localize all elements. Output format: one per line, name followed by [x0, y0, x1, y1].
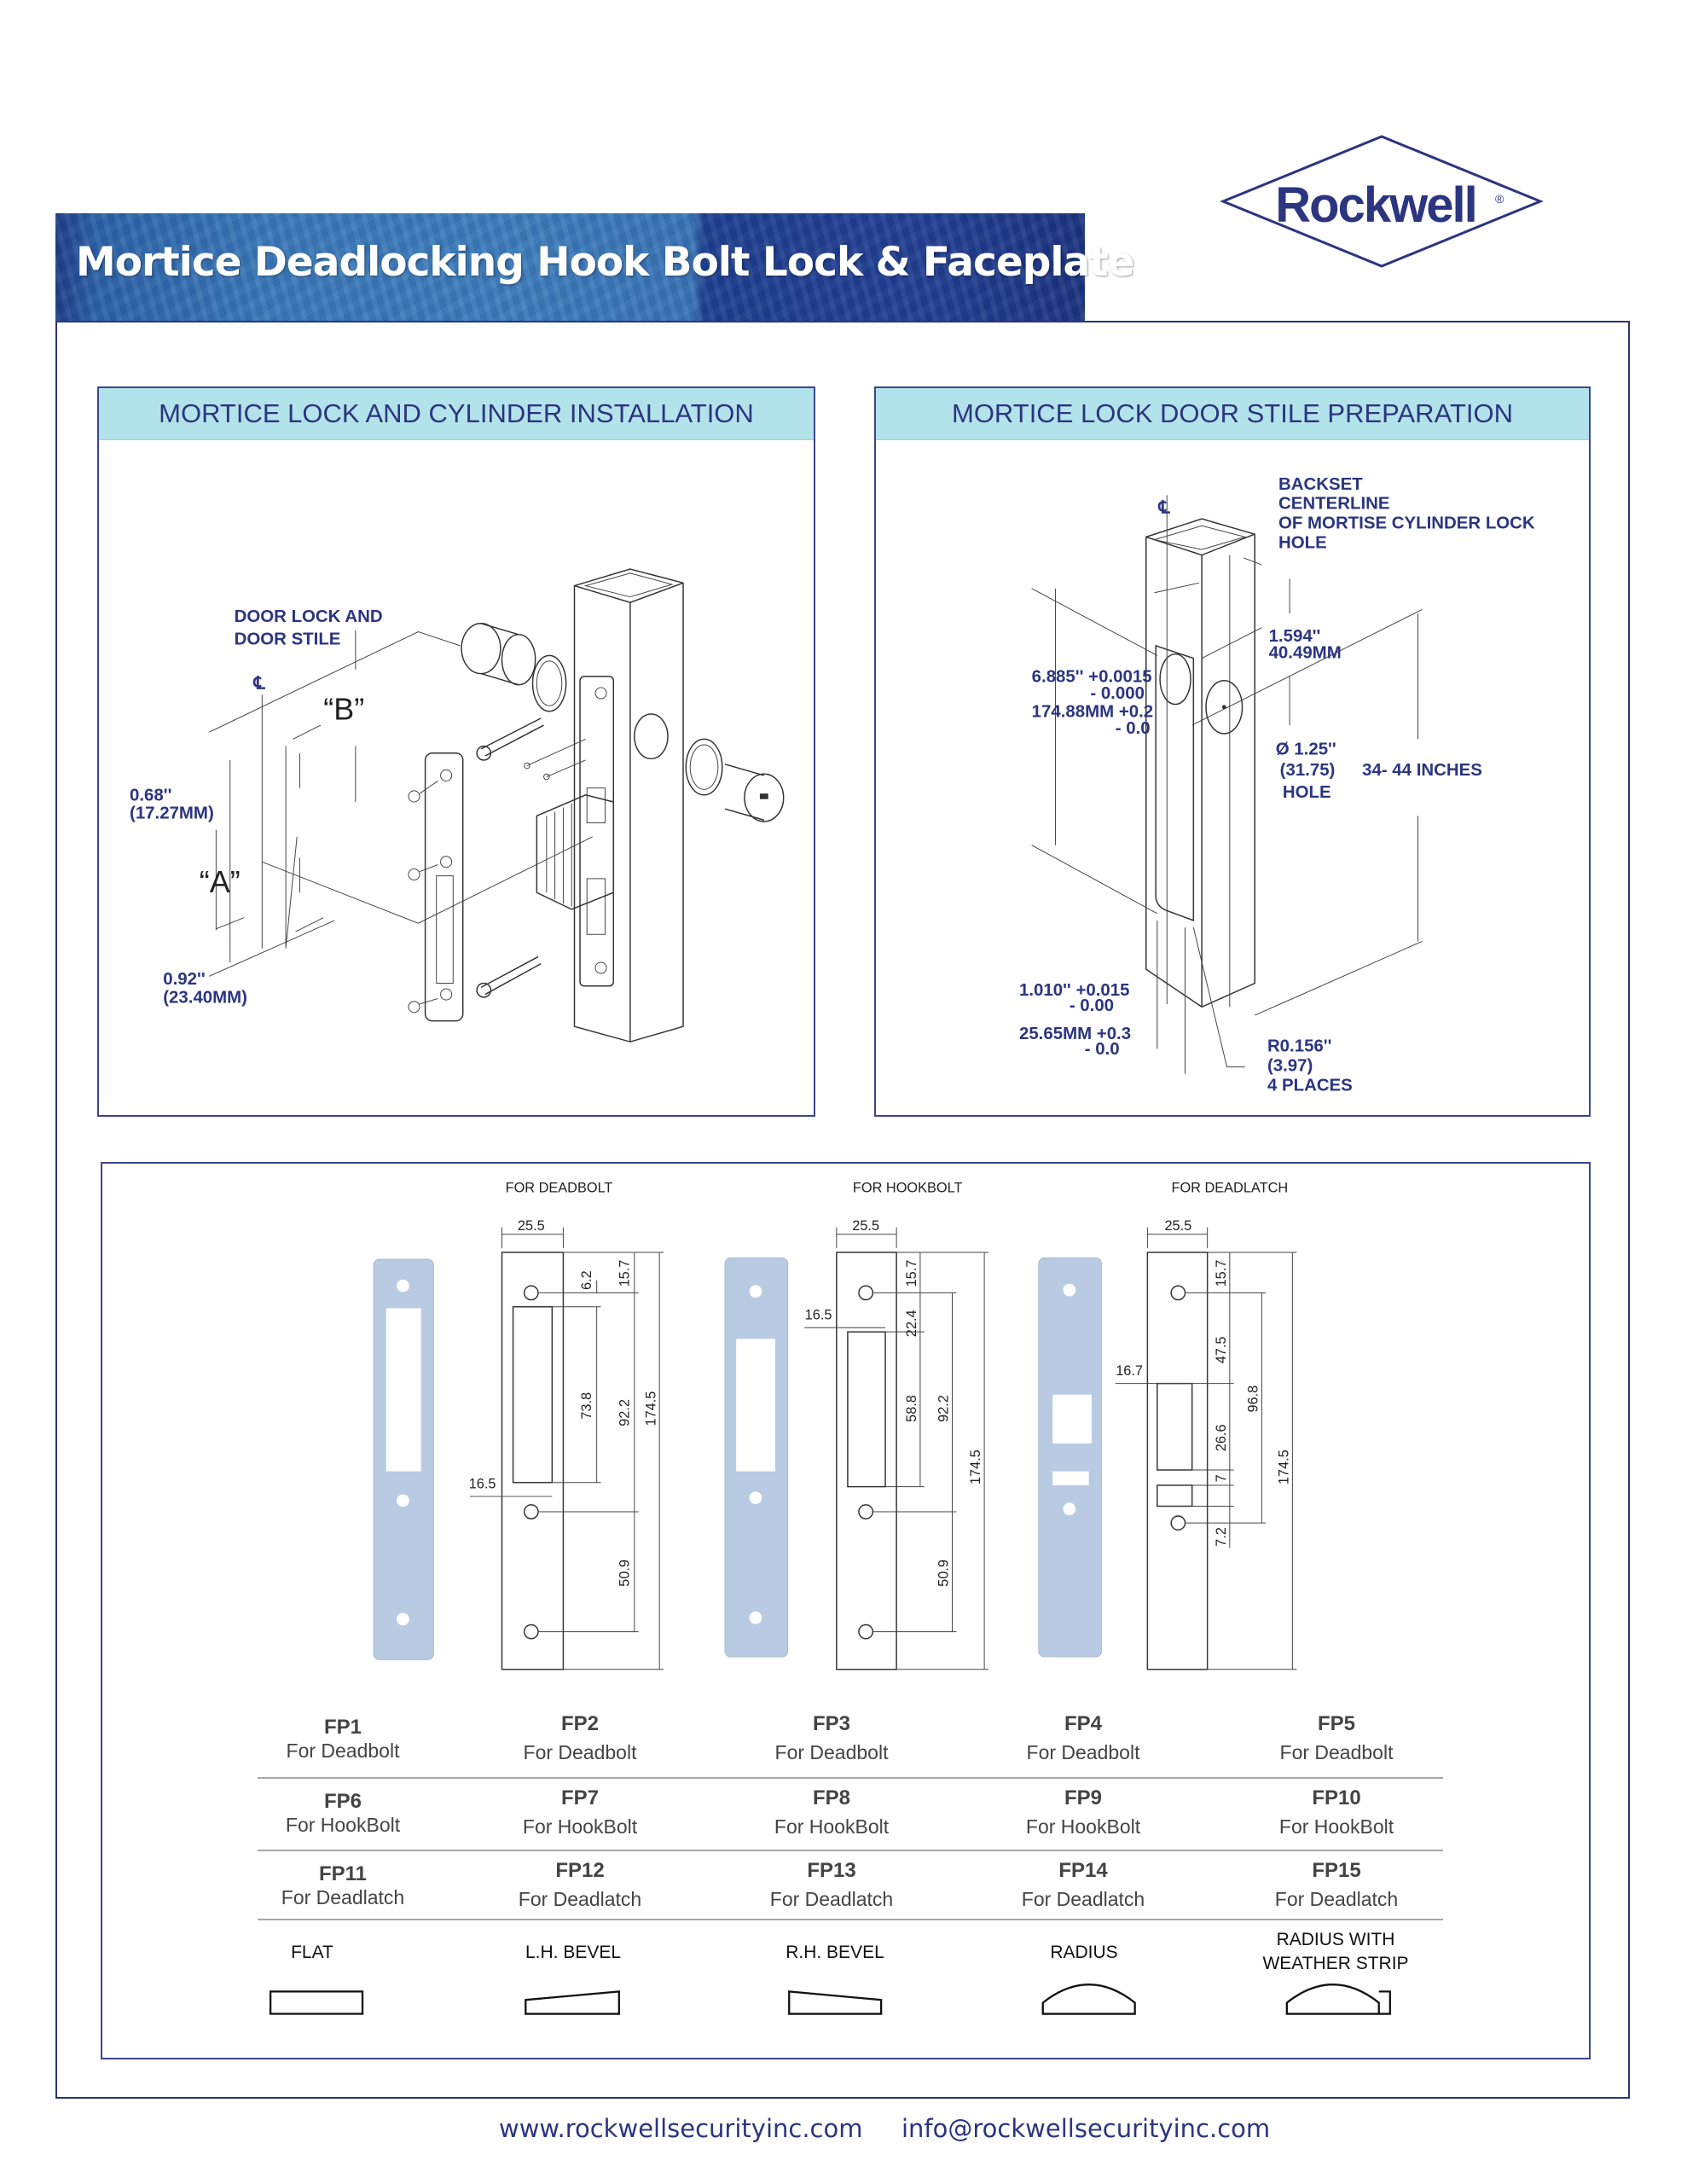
- logo-text: Rockwell: [1275, 177, 1475, 233]
- preparation-panel: MORTICE LOCK DOOR STILE PREPARATION: [874, 386, 1591, 1117]
- email-link[interactable]: info@rockwellsecurityinc.com: [901, 2114, 1271, 2143]
- profile-label-lh-bevel: L.H. BEVEL: [525, 1943, 622, 1962]
- title-banner: Mortice Deadlocking Hook Bolt Lock & Fac…: [55, 213, 1135, 321]
- profile-label-rh-bevel: R.H. BEVEL: [786, 1943, 884, 1962]
- content-frame: [55, 321, 1630, 2099]
- banner-texture: [55, 213, 1085, 321]
- profile-label-radius: RADIUS: [1050, 1943, 1118, 1962]
- installation-panel-title: MORTICE LOCK AND CYLINDER INSTALLATION: [99, 388, 814, 440]
- website-link[interactable]: www.rockwellsecurityinc.com: [499, 2114, 863, 2143]
- registered-mark: ®: [1495, 192, 1504, 206]
- preparation-panel-title: MORTICE LOCK DOOR STILE PREPARATION: [876, 388, 1589, 440]
- row-divider: [258, 1919, 1443, 1920]
- row-divider: [258, 1777, 1443, 1779]
- profile-label-flat: FLAT: [291, 1943, 333, 1962]
- row-divider: [258, 1850, 1443, 1851]
- page-title: Mortice Deadlocking Hook Bolt Lock & Fac…: [76, 239, 1135, 286]
- faceplate-panel: [101, 1162, 1591, 2059]
- rockwell-logo: Rockwell ®: [1220, 135, 1544, 268]
- installation-panel: MORTICE LOCK AND CYLINDER INSTALLATION: [97, 386, 815, 1117]
